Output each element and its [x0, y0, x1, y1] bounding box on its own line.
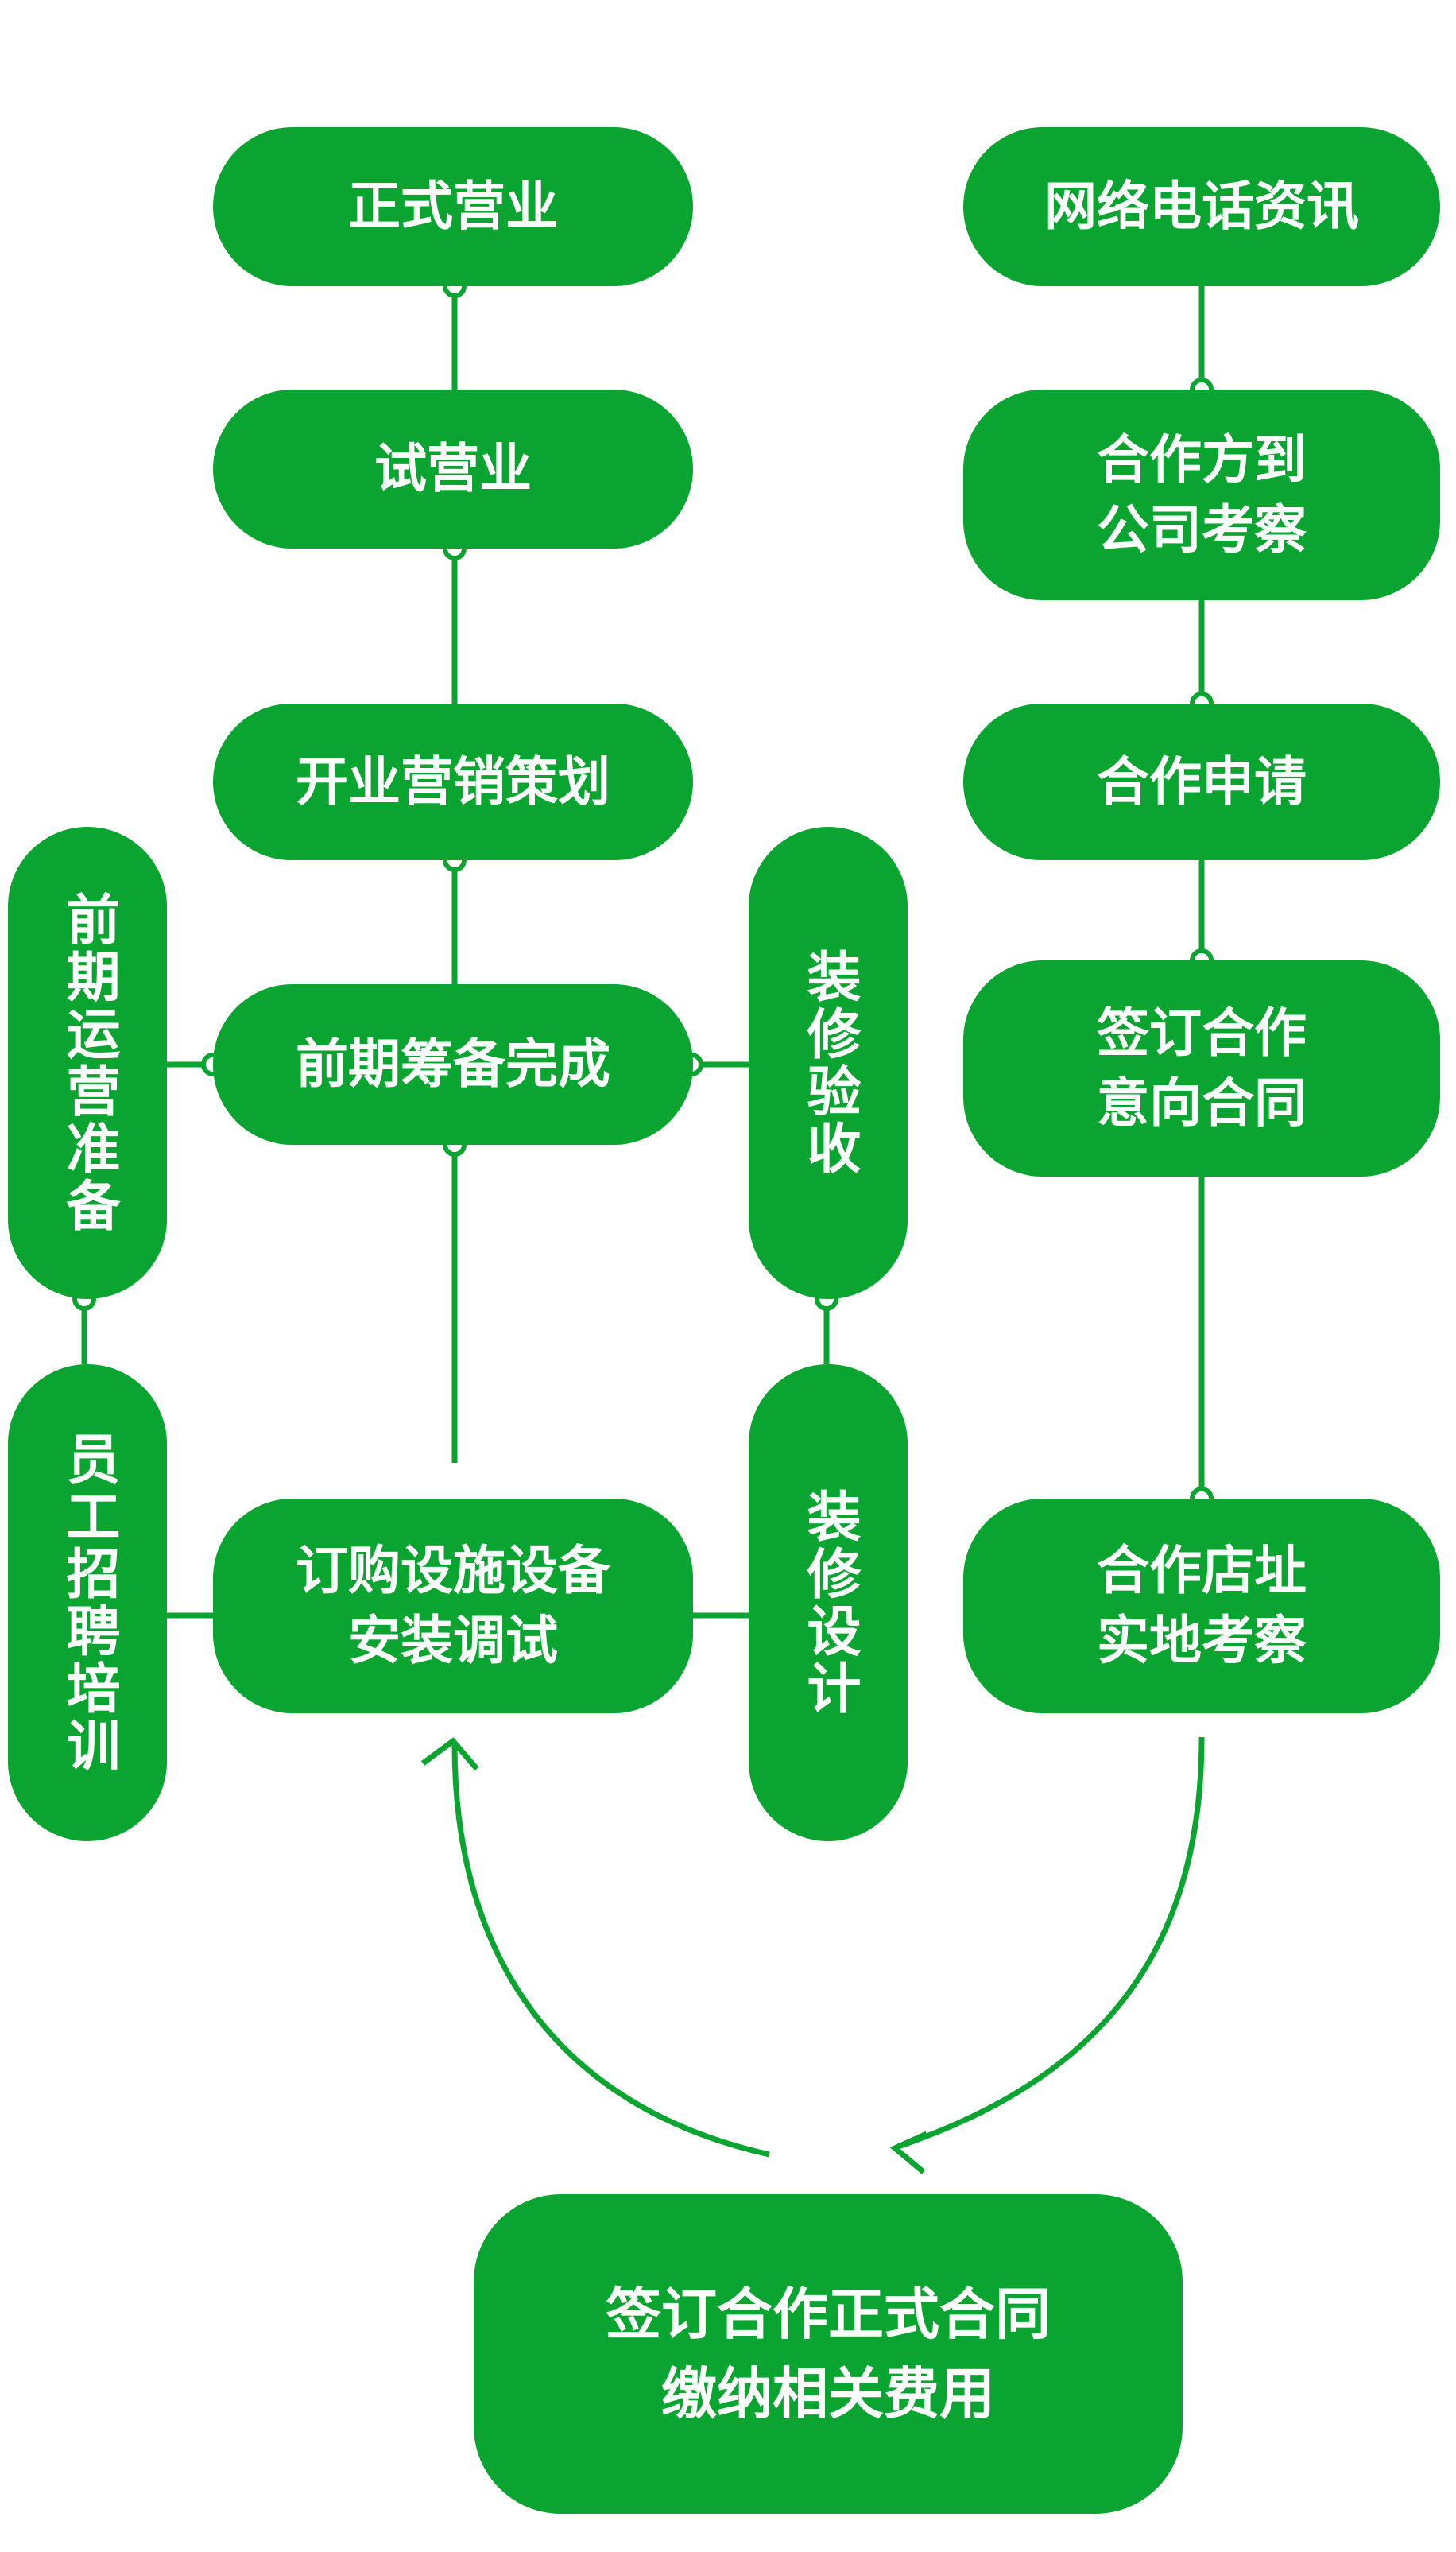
- node-equipment-label: 订购设施设备 安装调试: [296, 1540, 610, 1671]
- node-site-label: 合作店址 实地考察: [1097, 1540, 1307, 1671]
- node-site: 合作店址 实地考察: [963, 1499, 1440, 1713]
- node-prep-done: 前期筹备完成: [213, 984, 693, 1145]
- node-opening-label: 正式营业: [348, 176, 558, 237]
- node-trial-label: 试营业: [374, 438, 532, 499]
- arrowhead-left-top: [420, 1737, 479, 1771]
- arrow-contract-to-equipment: [451, 1744, 770, 2158]
- node-ops-prep-label: 前期运营准备: [56, 891, 119, 1235]
- node-inspect-company: 合作方到 公司考察: [963, 390, 1440, 600]
- node-apply: 合作申请: [963, 704, 1440, 860]
- node-contract-label: 签订合作正式合同 缴纳相关费用: [606, 2282, 1051, 2426]
- node-marketing: 开业营销策划: [213, 704, 693, 860]
- node-consult: 网络电话资讯: [963, 127, 1440, 286]
- node-apply-label: 合作申请: [1097, 750, 1307, 813]
- node-staff-label: 员工招聘培训: [56, 1431, 119, 1774]
- node-opening: 正式营业: [213, 127, 693, 286]
- node-ops-prep: 前期运营准备: [8, 827, 167, 1299]
- node-inspect-company-label: 合作方到 公司考察: [1097, 429, 1307, 560]
- arrowhead-left-bottom: [889, 2131, 928, 2174]
- node-reno-design: 装修设计: [749, 1364, 908, 1841]
- node-reno-accept: 装修验收: [749, 827, 908, 1299]
- node-reno-accept-label: 装修验收: [797, 948, 860, 1177]
- node-contract: 签订合作正式合同 缴纳相关费用: [474, 2194, 1183, 2514]
- node-equipment: 订购设施设备 安装调试: [213, 1499, 693, 1713]
- node-trial: 试营业: [213, 390, 693, 549]
- node-marketing-label: 开业营销策划: [296, 750, 610, 813]
- node-consult-label: 网络电话资讯: [1044, 176, 1359, 237]
- node-prep-done-label: 前期筹备完成: [296, 1034, 610, 1095]
- arrow-site-to-contract: [896, 1736, 1205, 2150]
- node-staff: 员工招聘培训: [8, 1364, 167, 1841]
- node-intent-label: 签订合作 意向合同: [1097, 1003, 1307, 1134]
- node-intent: 签订合作 意向合同: [963, 960, 1440, 1177]
- node-reno-design-label: 装修设计: [797, 1488, 860, 1717]
